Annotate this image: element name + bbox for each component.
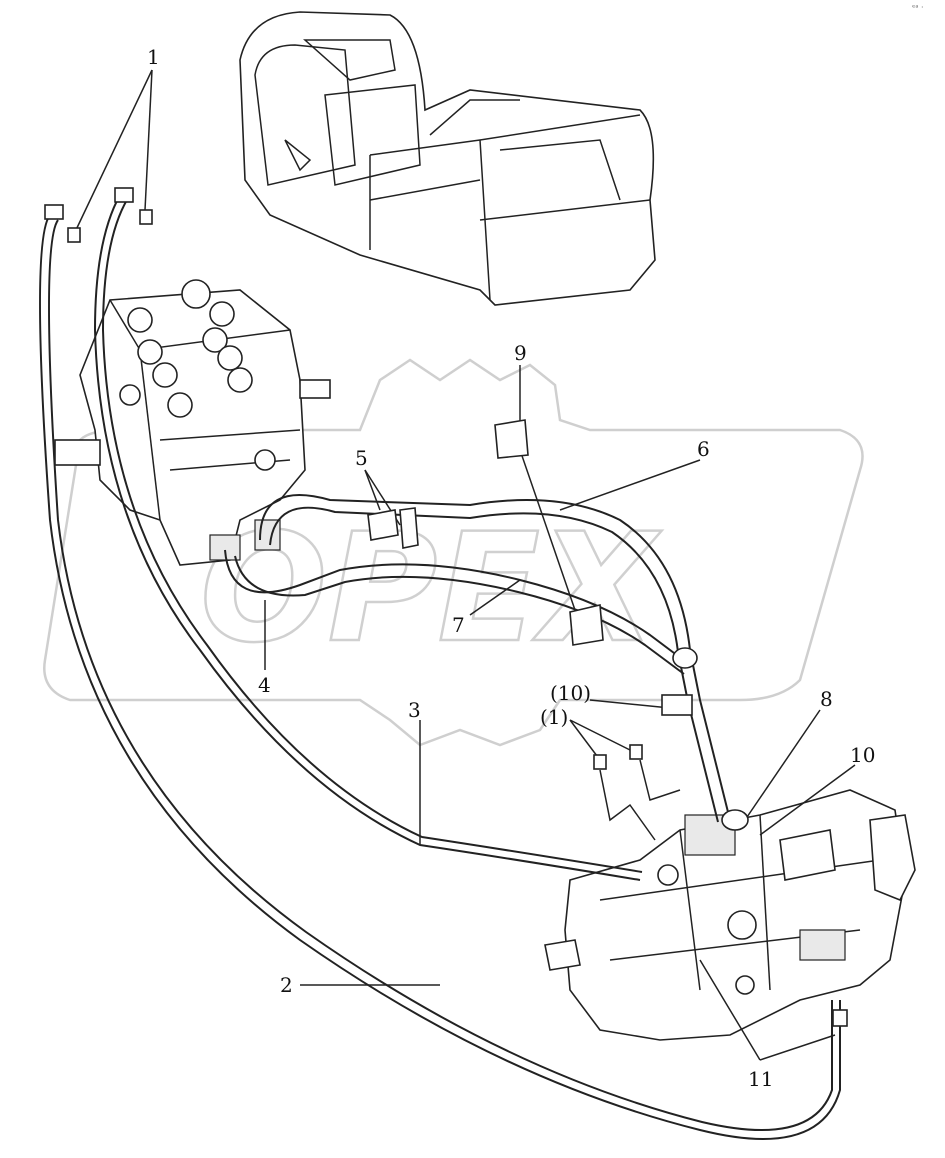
hoses	[39, 69, 856, 1140]
hose-2	[39, 214, 841, 1140]
callout-10-paren: (10)	[550, 681, 591, 705]
hydraulic-pump	[544, 789, 916, 1041]
fitting-1d	[629, 744, 643, 760]
callout-5: 5	[355, 446, 368, 470]
callout-8: 8	[820, 687, 833, 711]
callout-3: 3	[408, 698, 421, 722]
callout-10: 10	[850, 743, 875, 767]
hose-6	[259, 494, 731, 821]
clamp-9	[494, 419, 529, 459]
excavator-body	[239, 11, 656, 306]
fitting-1c	[593, 754, 607, 770]
clamp-5b	[399, 507, 419, 549]
callout-4: 4	[258, 673, 271, 697]
callout-9: 9	[514, 341, 527, 365]
callout-2: 2	[280, 973, 293, 997]
callout-11: 11	[748, 1067, 773, 1091]
flange-10b	[661, 694, 693, 716]
callout-6: 6	[697, 437, 710, 461]
control-valve	[54, 279, 331, 566]
callout-1-paren: (1)	[540, 705, 568, 729]
fittings	[44, 187, 848, 1027]
callout-7: 7	[452, 613, 465, 637]
clamp-5a	[367, 509, 399, 541]
clamp-7	[569, 604, 604, 646]
fitting-1b	[139, 209, 153, 225]
callouts: 1 2 3 4 5 6 7 8 9 10 (10) (1) 11	[147, 45, 875, 1091]
fitting-1a	[67, 227, 81, 243]
callout-1: 1	[147, 45, 160, 69]
hose-3	[93, 194, 641, 881]
corner-mark: ᵉᵃ ·	[912, 3, 924, 12]
